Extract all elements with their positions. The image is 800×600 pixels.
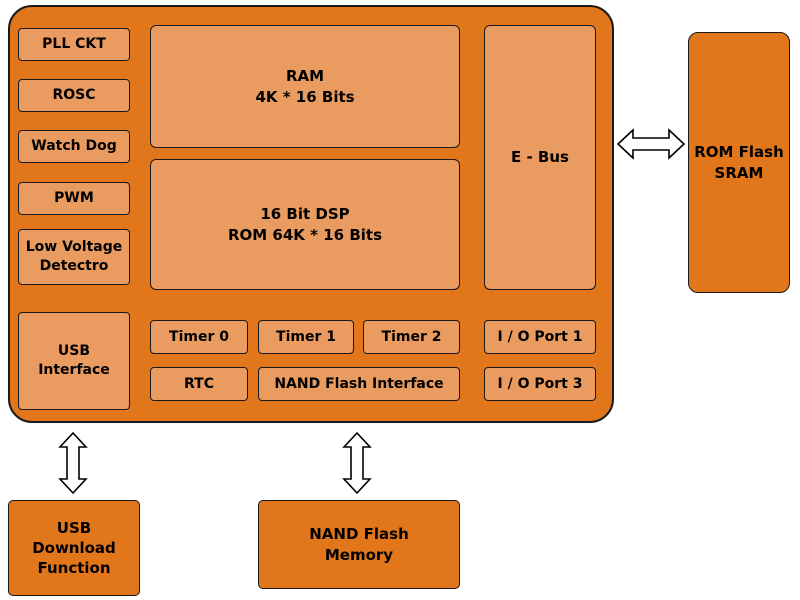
block-ram: RAM 4K * 16 Bits [150, 25, 460, 148]
block-rosc: ROSC [18, 79, 130, 112]
block-nand-flash-memory: NAND Flash Memory [258, 500, 460, 589]
nand-memory-bidirectional-arrow-icon [342, 431, 372, 495]
block-timer-2: Timer 2 [363, 320, 460, 354]
block-e-bus: E - Bus [484, 25, 596, 290]
block-pll-ckt: PLL CKT [18, 28, 130, 61]
block-timer-1: Timer 1 [258, 320, 354, 354]
block-nand-flash-interface: NAND Flash Interface [258, 367, 460, 401]
block-rom-flash-sram: ROM Flash SRAM [688, 32, 790, 293]
block-watch-dog: Watch Dog [18, 130, 130, 163]
block-io-port-3: I / O Port 3 [484, 367, 596, 401]
block-usb-interface: USB Interface [18, 312, 130, 410]
block-timer-0: Timer 0 [150, 320, 248, 354]
usb-download-bidirectional-arrow-icon [58, 431, 88, 495]
block-pwm: PWM [18, 182, 130, 215]
block-usb-download-function: USB Download Function [8, 500, 140, 596]
block-low-voltage-detector: Low Voltage Detectro [18, 229, 130, 285]
ebus-rom-bidirectional-arrow-icon [616, 128, 686, 160]
block-io-port-1: I / O Port 1 [484, 320, 596, 354]
block-rtc: RTC [150, 367, 248, 401]
block-dsp-rom: 16 Bit DSP ROM 64K * 16 Bits [150, 159, 460, 290]
